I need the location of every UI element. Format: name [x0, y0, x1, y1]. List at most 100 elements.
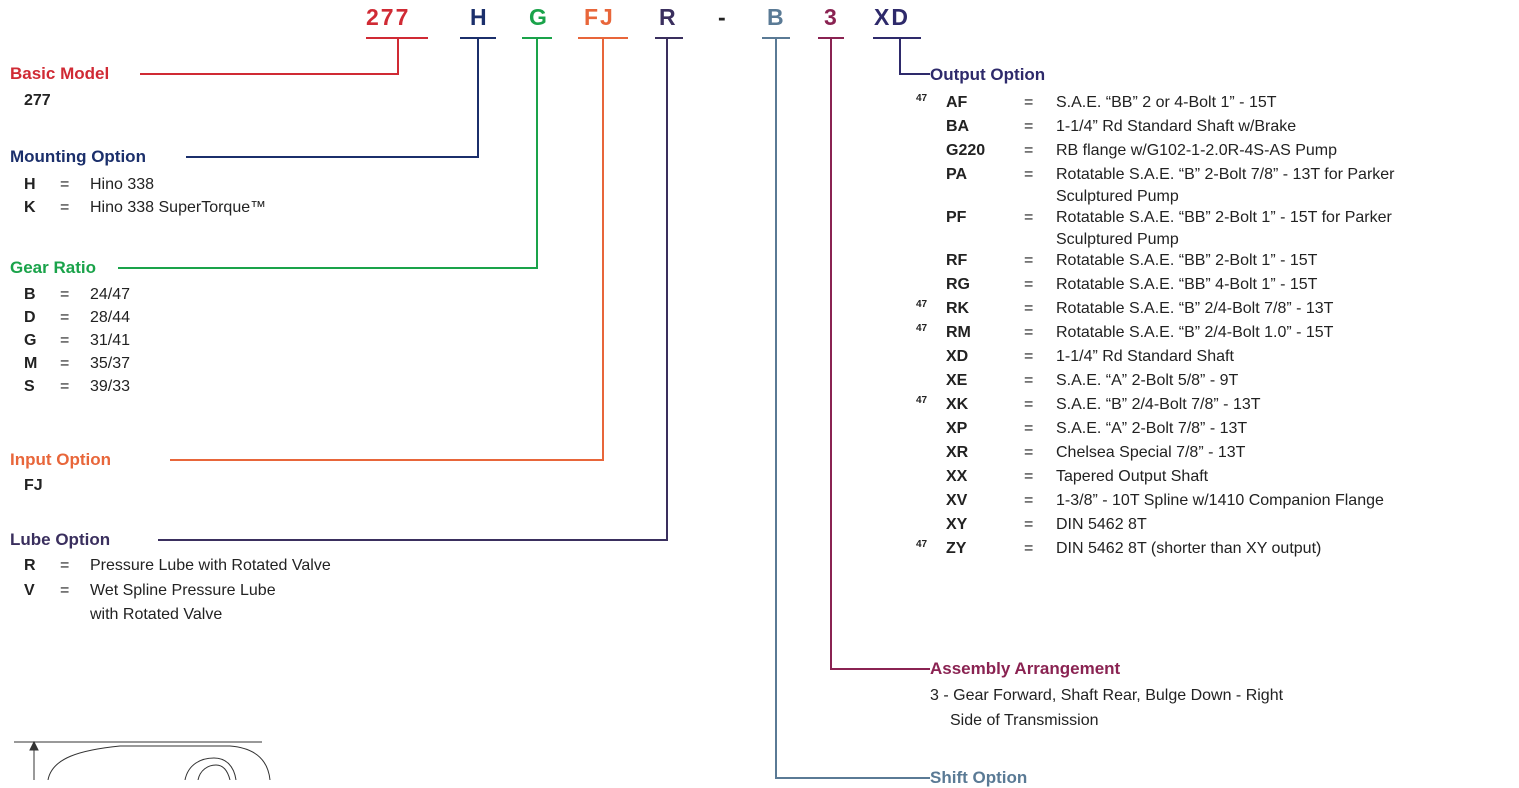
equals-sign: =: [1024, 276, 1034, 293]
option-code: XR: [946, 444, 969, 461]
option-code: PA: [946, 166, 968, 183]
footnote-marker: 47: [916, 395, 928, 406]
connector-input: [170, 38, 604, 461]
code-output: XD: [874, 4, 910, 30]
equals-sign: =: [1024, 252, 1034, 269]
option-code: XX: [946, 468, 968, 485]
equals-sign: =: [1024, 324, 1034, 341]
option-code: K: [24, 199, 36, 216]
equals-sign: =: [1024, 492, 1034, 509]
option-code: D: [24, 309, 36, 326]
option-desc: S.A.E. “A” 2-Bolt 5/8” - 9T: [1056, 372, 1239, 389]
option-desc: Hino 338 SuperTorque™: [90, 199, 267, 216]
code-dash: -: [718, 4, 728, 30]
option-code: XK: [946, 396, 969, 413]
equals-sign: =: [1024, 142, 1034, 159]
option-desc: DIN 5462 8T: [1056, 516, 1147, 533]
option-code: G: [24, 332, 37, 349]
assembly-arrangement-title: Assembly Arrangement: [930, 659, 1121, 678]
option-code: H: [24, 176, 36, 193]
option-desc-continuation: Sculptured Pump: [1056, 231, 1179, 248]
equals-sign: =: [1024, 118, 1034, 135]
connector-shift: [775, 38, 930, 779]
equals-sign: =: [1024, 348, 1034, 365]
option-desc: RB flange w/G102-1-2.0R-4S-AS Pump: [1056, 142, 1338, 159]
option-desc: Rotatable S.A.E. “BB” 2-Bolt 1” - 15T: [1056, 252, 1318, 269]
option-code: RK: [946, 300, 970, 317]
output-option-title: Output Option: [930, 65, 1046, 84]
option-desc: 28/44: [90, 309, 131, 326]
code-gear: G: [529, 4, 549, 30]
connector-basic: [140, 38, 399, 75]
option-desc: 1-1/4” Rd Standard Shaft w/Brake: [1056, 118, 1297, 135]
connector-assembly: [830, 38, 930, 670]
equals-sign: =: [1024, 516, 1034, 533]
option-desc: Pressure Lube with Rotated Valve: [90, 557, 331, 574]
option-code: V: [24, 582, 35, 599]
option-code: B: [24, 286, 36, 303]
assembly-arrangement-line2: Side of Transmission: [950, 712, 1099, 729]
option-code: RG: [946, 276, 970, 293]
option-code: ZY: [946, 540, 967, 557]
option-desc: S.A.E. “BB” 2 or 4-Bolt 1” - 15T: [1056, 94, 1277, 111]
option-code: BA: [946, 118, 970, 135]
equals-sign: =: [1024, 166, 1034, 183]
equals-sign: =: [1024, 444, 1034, 461]
code-lube: R: [659, 4, 678, 30]
option-desc: Wet Spline Pressure Lube: [90, 582, 276, 599]
equals-sign: =: [60, 355, 70, 372]
equals-sign: =: [60, 557, 70, 574]
option-desc: 1-1/4” Rd Standard Shaft: [1056, 348, 1234, 365]
equals-sign: =: [60, 378, 70, 395]
code-assembly: 3: [824, 4, 839, 30]
connector-lube: [158, 38, 668, 541]
option-desc: Rotatable S.A.E. “B” 2/4-Bolt 7/8” - 13T: [1056, 300, 1334, 317]
option-desc: Rotatable S.A.E. “BB” 2-Bolt 1” - 15T fo…: [1056, 209, 1392, 226]
lube-option-title: Lube Option: [10, 530, 111, 549]
connector-mounting: [186, 38, 479, 158]
option-desc: 31/41: [90, 332, 131, 349]
connector-output: [899, 38, 930, 75]
option-desc: Chelsea Special 7/8” - 13T: [1056, 444, 1246, 461]
footnote-marker: 47: [916, 323, 928, 334]
basic-model-title: Basic Model: [10, 64, 110, 83]
option-code: AF: [946, 94, 968, 111]
code-mounting: H: [470, 4, 489, 30]
footnote-marker: 47: [916, 93, 928, 104]
equals-sign: =: [60, 286, 70, 303]
equals-sign: =: [1024, 209, 1034, 226]
equals-sign: =: [60, 582, 70, 599]
lube-item-continuation: with Rotated Valve: [90, 606, 223, 623]
transmission-drawing: [14, 740, 271, 780]
option-desc: Tapered Output Shaft: [1056, 468, 1209, 485]
equals-sign: =: [1024, 94, 1034, 111]
connector-gear: [118, 38, 538, 269]
equals-sign: =: [1024, 396, 1034, 413]
option-code: S: [24, 378, 35, 395]
mounting-option-title: Mounting Option: [10, 147, 146, 166]
option-code: XE: [946, 372, 968, 389]
option-desc: 39/33: [90, 378, 131, 395]
equals-sign: =: [60, 332, 70, 349]
option-code: PF: [946, 209, 967, 226]
option-desc: 1-3/8” - 10T Spline w/1410 Companion Fla…: [1056, 492, 1384, 509]
assembly-arrangement-line1: 3 - Gear Forward, Shaft Rear, Bulge Down…: [930, 687, 1284, 704]
equals-sign: =: [60, 176, 70, 193]
option-desc: Rotatable S.A.E. “BB” 4-Bolt 1” - 15T: [1056, 276, 1318, 293]
option-code: XD: [946, 348, 969, 365]
equals-sign: =: [1024, 300, 1034, 317]
basic-model-value: 277: [24, 92, 51, 109]
option-desc: S.A.E. “B” 2/4-Bolt 7/8” - 13T: [1056, 396, 1261, 413]
option-desc-continuation: Sculptured Pump: [1056, 188, 1179, 205]
option-desc: Rotatable S.A.E. “B” 2/4-Bolt 1.0” - 15T: [1056, 324, 1334, 341]
gear-ratio-title: Gear Ratio: [10, 258, 96, 277]
code-shift: B: [767, 4, 786, 30]
equals-sign: =: [60, 309, 70, 326]
equals-sign: =: [60, 199, 70, 216]
option-desc: 24/47: [90, 286, 131, 303]
option-code: R: [24, 557, 36, 574]
option-desc: Hino 338: [90, 176, 155, 193]
option-code: RF: [946, 252, 968, 269]
option-code: XP: [946, 420, 968, 437]
